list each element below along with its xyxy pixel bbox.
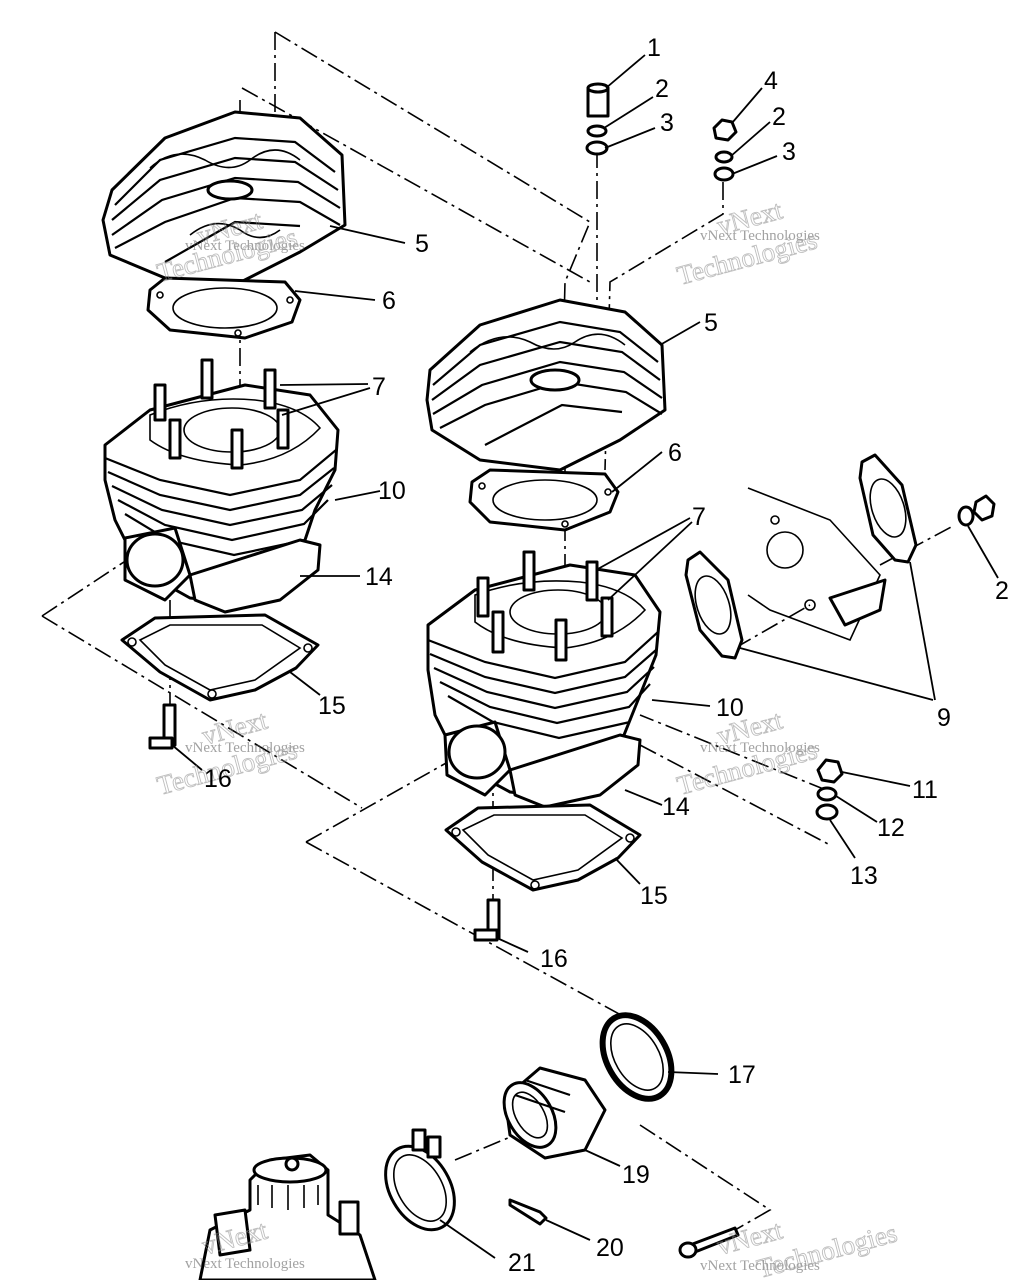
callout-14: 14 — [365, 563, 393, 591]
callout-19: 19 — [622, 1161, 650, 1189]
callout-3: 3 — [660, 109, 674, 137]
callout-21: 21 — [508, 1249, 536, 1277]
watermark-small-text: vNext Technologies — [185, 1256, 305, 1272]
cylinder-left — [103, 358, 340, 614]
callout-16: 16 — [540, 945, 568, 973]
pulse-fitting-right — [473, 898, 501, 942]
intake-gasket-ring — [599, 1012, 675, 1102]
callout-15: 15 — [640, 882, 668, 910]
base-gasket-right — [444, 803, 642, 892]
cylinder-right — [426, 550, 662, 809]
callout-1: 1 — [647, 34, 661, 62]
callout-labels: 1 2 3 4 2 3 5 6 7 10 14 15 16 5 6 7 2 9 … — [204, 34, 1009, 1277]
callout-2: 2 — [995, 577, 1009, 605]
callout-16: 16 — [204, 765, 232, 793]
callout-15: 15 — [318, 692, 346, 720]
intake-boot — [502, 1066, 607, 1160]
callout-6: 6 — [668, 439, 682, 467]
callout-4: 4 — [764, 67, 778, 95]
callout-5: 5 — [415, 230, 429, 258]
callout-6: 6 — [382, 287, 396, 315]
callout-20: 20 — [596, 1234, 624, 1262]
nut-washer-stack-1 — [585, 82, 610, 156]
watermark-bottom-right: vNext Technologies vNext Technologies — [700, 1214, 901, 1280]
callout-10: 10 — [716, 694, 744, 722]
exhaust-gasket-front — [684, 550, 744, 660]
cylinder-head-right — [425, 298, 667, 472]
cylinder-head-left — [101, 110, 347, 287]
head-gasket-right — [468, 468, 620, 532]
callout-14: 14 — [662, 793, 690, 821]
callout-17: 17 — [728, 1061, 756, 1089]
callout-7: 7 — [372, 373, 386, 401]
exhaust-manifold-plate — [747, 487, 887, 642]
callout-7: 7 — [692, 503, 706, 531]
base-gasket-left — [120, 613, 320, 702]
pulse-fitting-left — [148, 703, 177, 750]
callout-2: 2 — [655, 75, 669, 103]
callout-2: 2 — [772, 103, 786, 131]
watermark-small-text: vNext Technologies — [700, 1258, 820, 1274]
nut-washer-stack-3 — [815, 758, 844, 821]
watermark-small-text: vNext Technologies — [700, 228, 820, 244]
callout-3: 3 — [782, 138, 796, 166]
watermark-small-text: vNext Technologies — [185, 238, 305, 254]
exhaust-gasket-rear — [858, 453, 918, 564]
watermark-upper-right: vNext Technologies vNext Technologies — [673, 194, 820, 291]
leader-lines — [171, 54, 999, 1259]
callout-12: 12 — [877, 814, 905, 842]
nut-washer-exhaust — [957, 494, 996, 527]
callout-13: 13 — [850, 862, 878, 890]
callout-9: 9 — [937, 704, 951, 732]
callout-11: 11 — [912, 776, 938, 804]
head-gasket-left — [146, 276, 302, 340]
carburetor — [198, 1153, 377, 1280]
watermark-small-text: vNext Technologies — [185, 740, 305, 756]
intake-clamp — [384, 1128, 456, 1232]
clamp-screw — [508, 1198, 548, 1226]
callout-10: 10 — [378, 477, 406, 505]
mounting-bolt — [678, 1226, 740, 1259]
nut-washer-stack-2 — [712, 118, 738, 182]
watermark-mid-right: vNext Technologies vNext Technologies — [673, 704, 820, 801]
watermark-small-text: vNext Technologies — [700, 740, 820, 756]
callout-5: 5 — [704, 309, 718, 337]
